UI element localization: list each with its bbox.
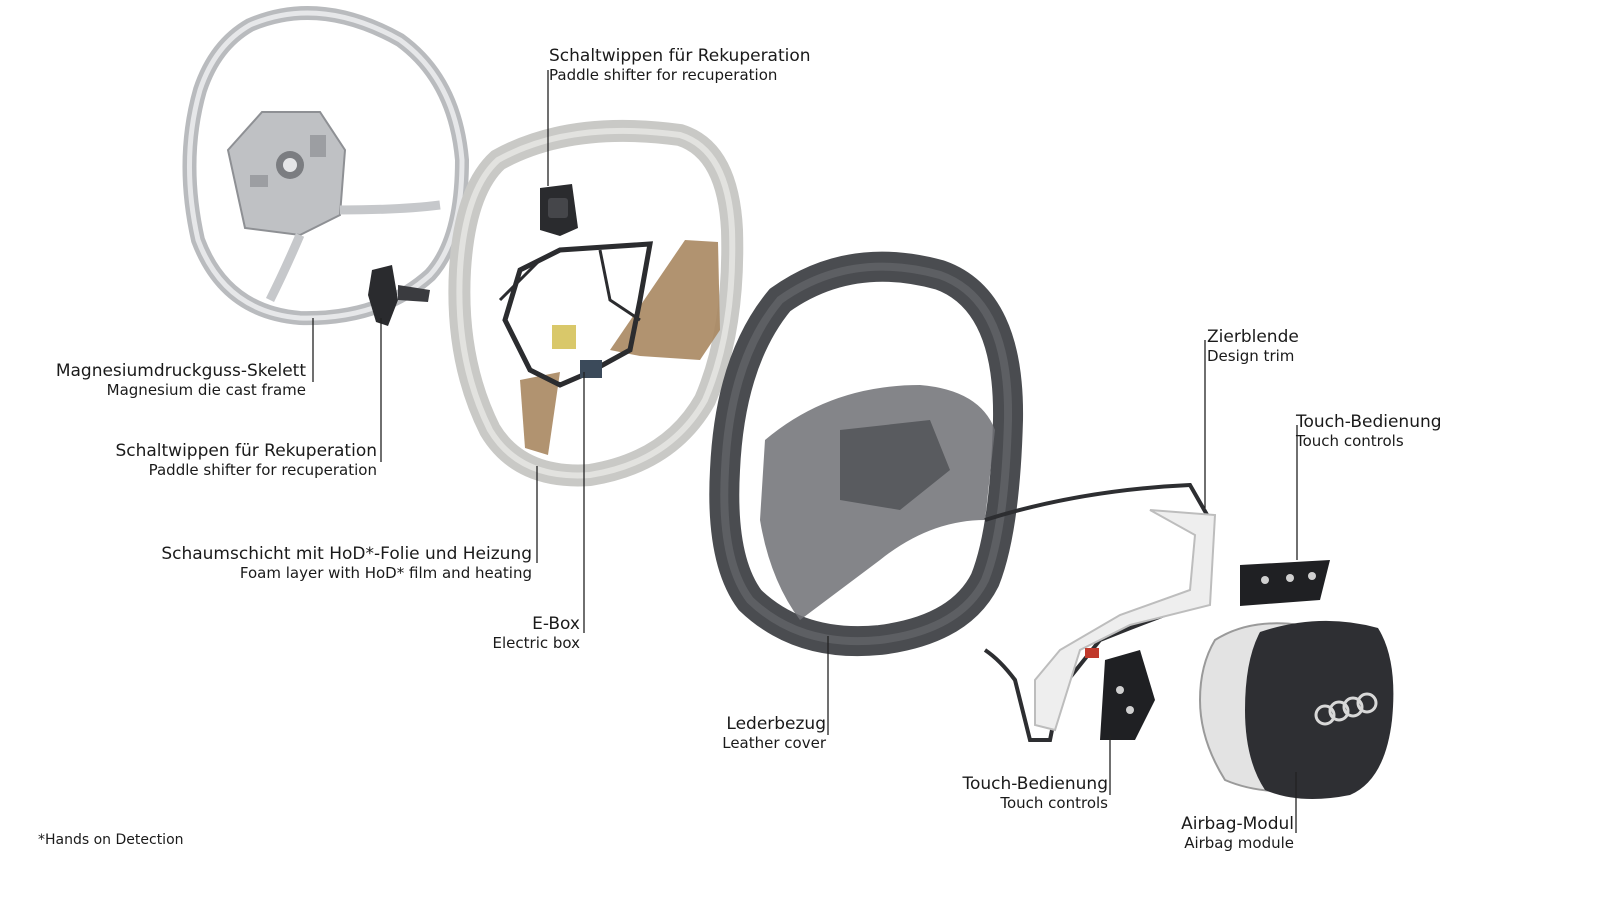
label-paddle-shifter-top-de: Schaltwippen für Rekuperation: [549, 46, 811, 66]
label-foam-layer: Schaumschicht mit HoD*-Folie und Heizung…: [161, 544, 532, 582]
label-leather-cover: Lederbezug Leather cover: [722, 714, 826, 752]
label-ebox-en: Electric box: [492, 633, 580, 652]
label-ebox: E-Box Electric box: [492, 614, 580, 652]
footnote: *Hands on Detection: [38, 832, 184, 848]
leader-lines: [312, 70, 1298, 833]
label-magnesium-frame-en: Magnesium die cast frame: [106, 380, 306, 399]
label-design-trim-en: Design trim: [1207, 346, 1295, 365]
label-touch-controls-right: Touch-Bedienung Touch controls: [1296, 412, 1442, 450]
foam-layer-part: [448, 119, 744, 487]
label-paddle-shifter-left-de: Schaltwippen für Rekuperation: [115, 441, 377, 461]
label-touch-controls-bottom: Touch-Bedienung Touch controls: [962, 774, 1108, 812]
label-touch-controls-right-en: Touch controls: [1296, 431, 1404, 450]
label-ebox-de: E-Box: [532, 614, 580, 634]
label-foam-layer-en: Foam layer with HoD* film and heating: [239, 563, 532, 582]
paddle-shifter-top-part: [540, 184, 578, 236]
airbag-module-part: [1198, 620, 1394, 799]
design-trim-part: [983, 482, 1217, 742]
paddle-shifter-left-part: [368, 265, 430, 326]
magnesium-frame-part: [182, 6, 470, 326]
ebox-part: [498, 241, 654, 388]
label-airbag-module-de: Airbag-Modul: [1181, 814, 1294, 834]
label-paddle-shifter-top-en: Paddle shifter for recuperation: [549, 65, 778, 84]
label-touch-controls-right-de: Touch-Bedienung: [1296, 412, 1442, 432]
label-design-trim-de: Zierblende: [1207, 327, 1299, 347]
label-airbag-module-en: Airbag module: [1184, 833, 1294, 852]
label-paddle-shifter-left-en: Paddle shifter for recuperation: [148, 460, 377, 479]
label-paddle-shifter-left: Schaltwippen für Rekuperation Paddle shi…: [115, 441, 377, 479]
touch-controls-bottom-part: [1100, 650, 1155, 740]
label-design-trim: Zierblende Design trim: [1207, 327, 1299, 365]
label-airbag-module: Airbag-Modul Airbag module: [1181, 814, 1294, 852]
label-leather-cover-de: Lederbezug: [726, 714, 826, 734]
label-paddle-shifter-top: Schaltwippen für Rekuperation Paddle shi…: [549, 46, 811, 84]
leather-cover-part: [709, 251, 1024, 657]
label-touch-controls-bottom-en: Touch controls: [1000, 793, 1108, 812]
label-magnesium-frame-de: Magnesiumdruckguss-Skelett: [55, 361, 306, 381]
label-foam-layer-de: Schaumschicht mit HoD*-Folie und Heizung: [161, 544, 532, 564]
label-touch-controls-bottom-de: Touch-Bedienung: [962, 774, 1108, 794]
label-magnesium-frame: Magnesiumdruckguss-Skelett Magnesium die…: [55, 361, 306, 399]
touch-controls-right-part: [1240, 560, 1330, 606]
label-leather-cover-en: Leather cover: [722, 733, 826, 752]
